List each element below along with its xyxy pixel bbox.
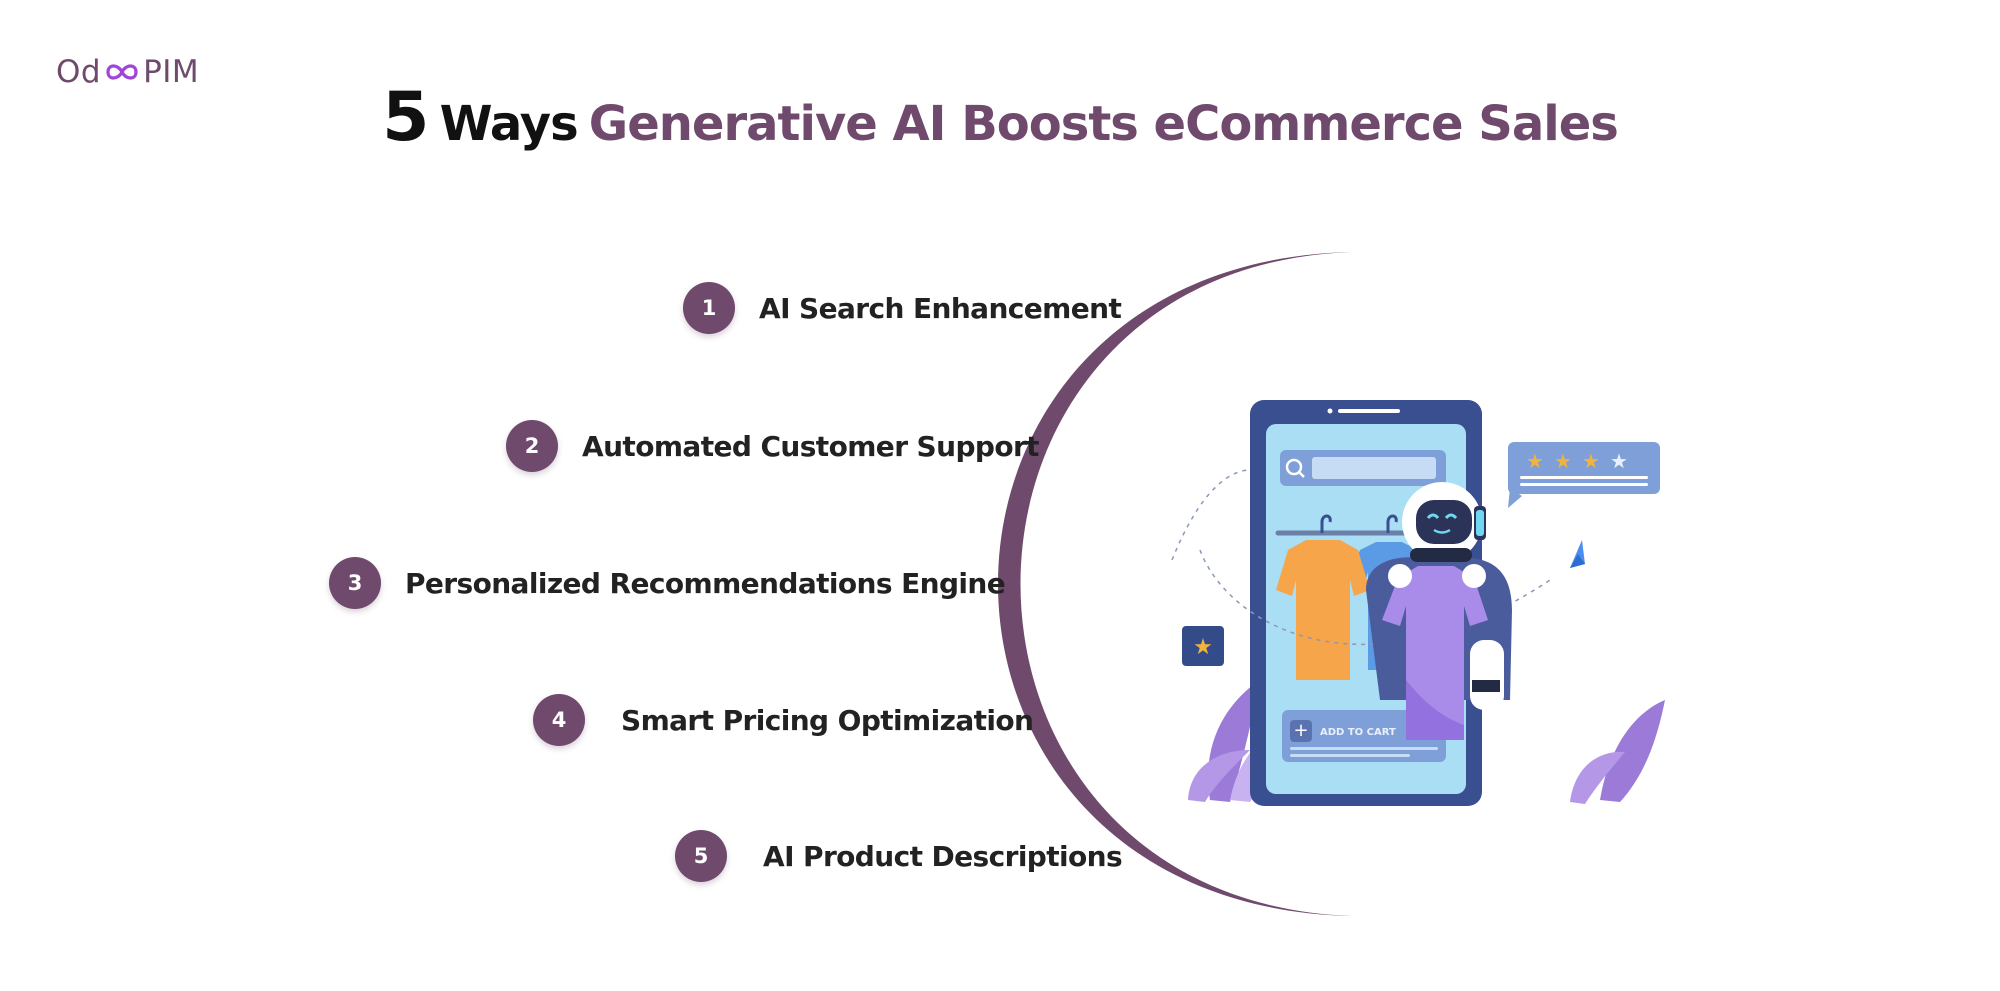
logo-prefix: Od <box>56 54 102 90</box>
list-item-5: 5 AI Product Descriptions <box>675 829 1123 883</box>
page-title: 5 Ways Generative AI Boosts eCommerce Sa… <box>0 78 2000 157</box>
brand-logo: Od PIM <box>56 52 199 92</box>
title-accent: Generative AI Boosts eCommerce Sales <box>588 96 1619 152</box>
review-card: ★ ★ ★ ★ <box>1508 442 1660 508</box>
title-ways: Ways <box>439 96 579 152</box>
star-icon: ★ <box>1554 449 1572 473</box>
robot-illustration <box>1366 482 1512 740</box>
number-badge: 2 <box>506 420 558 472</box>
list-item-1: 1 AI Search Enhancement <box>683 281 1122 335</box>
ecommerce-illustration: + ADD TO CART ★ ★ ★ ★ <box>1171 400 1665 806</box>
svg-text:+: + <box>1293 720 1308 741</box>
item-label: Automated Customer Support <box>582 429 1040 463</box>
star-icon: ★ <box>1193 635 1213 660</box>
item-label: Personalized Recommendations Engine <box>405 566 1006 600</box>
star-icon: ★ <box>1582 449 1600 473</box>
number-badge: 5 <box>675 830 727 882</box>
item-label: Smart Pricing Optimization <box>621 703 1034 737</box>
number-badge: 3 <box>329 557 381 609</box>
logo-suffix: PIM <box>143 54 200 90</box>
list-item-2: 2 Automated Customer Support <box>506 419 1040 473</box>
number-badge: 1 <box>683 282 735 334</box>
star-icon: ★ <box>1610 449 1628 473</box>
item-label: AI Search Enhancement <box>759 291 1122 325</box>
number-badge: 4 <box>533 694 585 746</box>
star-badge: ★ <box>1182 626 1224 666</box>
infinity-icon <box>102 60 142 84</box>
title-number: 5 <box>382 78 429 157</box>
item-label: AI Product Descriptions <box>763 839 1123 873</box>
list-item-4: 4 Smart Pricing Optimization <box>533 693 1034 747</box>
list-item-3: 3 Personalized Recommendations Engine <box>329 556 1006 610</box>
add-to-cart-label: ADD TO CART <box>1320 727 1396 738</box>
star-icon: ★ <box>1526 449 1544 473</box>
search-icon <box>1285 458 1303 476</box>
